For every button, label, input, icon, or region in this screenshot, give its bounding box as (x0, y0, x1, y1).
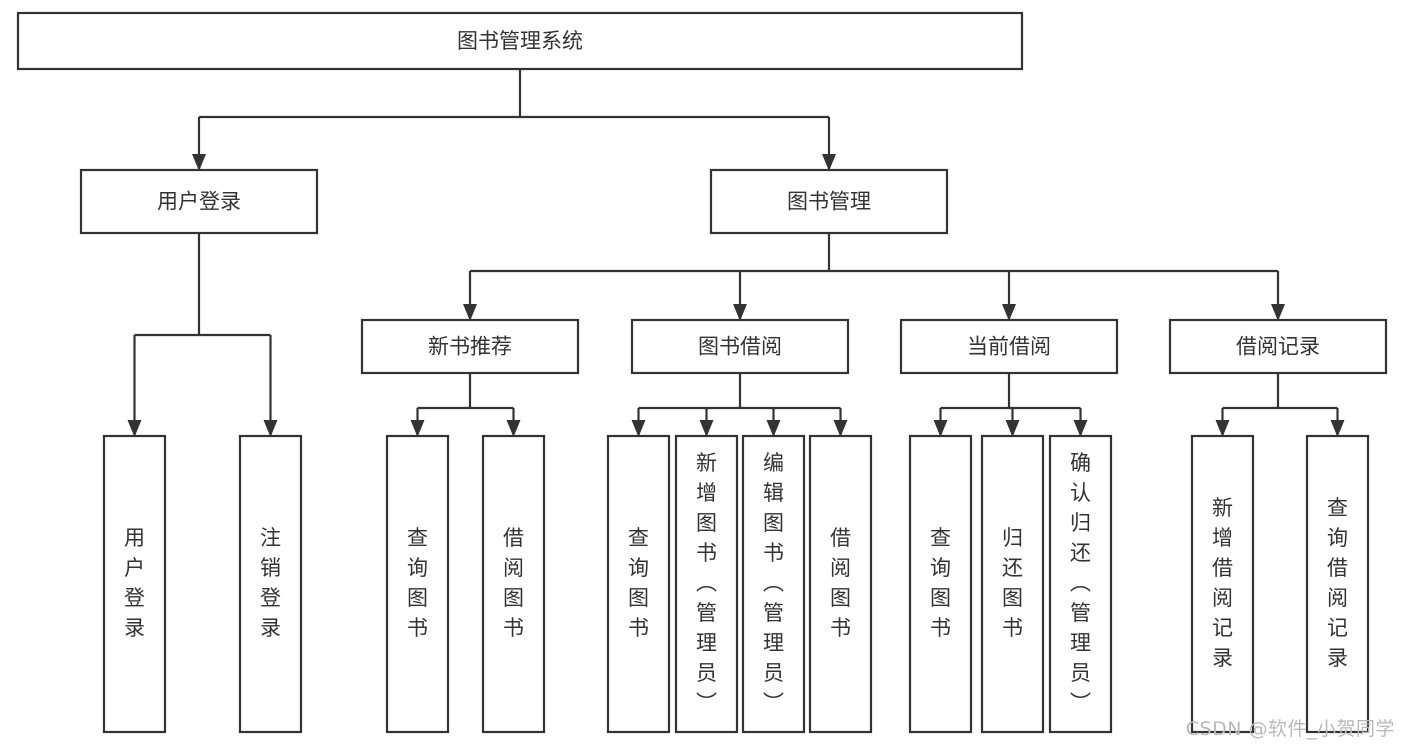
node-label-leaf-query-record: 查询借阅记录 (1327, 496, 1348, 670)
arrow-head-icon (1073, 420, 1088, 437)
node-box-root[interactable] (16, 11, 1024, 71)
node-box-leaf-confirm-return[interactable] (1048, 434, 1113, 734)
edge-group-user-login (127, 233, 278, 437)
arrow-head-icon (733, 304, 747, 321)
edges-layer (127, 69, 1345, 437)
node-label-leaf-query-book: 查询图书 (628, 526, 649, 640)
arrow-head-icon (1005, 420, 1020, 437)
node-leaf-query-book-rec[interactable]: 查询图书 (385, 434, 450, 734)
arrow-head-icon (127, 420, 142, 437)
node-leaf-user-logout[interactable]: 注销登录 (238, 434, 303, 734)
node-label-root: 图书管理系统 (457, 29, 583, 53)
node-box-book-borrow[interactable] (630, 318, 850, 375)
node-leaf-edit-book[interactable]: 编辑图书︵管理员︶ (741, 434, 806, 734)
node-box-leaf-query-record[interactable] (1305, 434, 1370, 734)
arrow-head-icon (822, 154, 836, 171)
arrow-head-icon (192, 154, 206, 171)
node-box-leaf-add-record[interactable] (1190, 434, 1255, 734)
arrow-head-icon (1215, 420, 1230, 437)
node-box-user-login[interactable] (79, 168, 319, 235)
arrow-head-icon (833, 420, 848, 437)
node-label-book-manage: 图书管理 (787, 190, 871, 214)
edge-group-new-book-rec (410, 373, 521, 437)
edge-group-borrow-record (1215, 373, 1345, 437)
node-label-current-borrow: 当前借阅 (967, 335, 1051, 359)
node-leaf-borrow-book-rec[interactable]: 借阅图书 (481, 434, 546, 734)
node-label-leaf-confirm-return: 确认归还︵管理员︶ (1070, 451, 1091, 715)
node-label-borrow-record: 借阅记录 (1236, 335, 1320, 359)
node-label-leaf-borrow-book-rec: 借阅图书 (503, 526, 524, 640)
arrow-head-icon (506, 420, 521, 437)
node-label-leaf-query-book-cur: 查询图书 (930, 526, 951, 640)
node-borrow-record[interactable]: 借阅记录 (1168, 318, 1388, 375)
edge-group-root (192, 69, 836, 171)
node-box-book-manage[interactable] (709, 168, 949, 235)
arrow-head-icon (933, 420, 948, 437)
arrow-head-icon (766, 420, 781, 437)
node-label-leaf-user-logout: 注销登录 (260, 526, 281, 640)
node-box-leaf-query-book-rec[interactable] (385, 434, 450, 734)
node-box-new-book-rec[interactable] (360, 318, 580, 375)
node-leaf-return-book[interactable]: 归还图书 (980, 434, 1045, 734)
edge-group-current-borrow (933, 373, 1088, 437)
edge-group-book-manage (463, 233, 1285, 321)
node-label-leaf-user-login: 用户登录 (124, 526, 145, 640)
node-box-current-borrow[interactable] (899, 318, 1119, 375)
node-box-leaf-query-book-cur[interactable] (908, 434, 973, 734)
node-box-leaf-user-login[interactable] (102, 434, 167, 734)
node-box-leaf-query-book[interactable] (606, 434, 671, 734)
node-current-borrow[interactable]: 当前借阅 (899, 318, 1119, 375)
node-label-leaf-add-record: 新增借阅记录 (1212, 496, 1233, 670)
nodes-layer: 图书管理系统用户登录图书管理新书推荐图书借阅当前借阅借阅记录用户登录注销登录查询… (16, 11, 1388, 734)
arrow-head-icon (1002, 304, 1016, 321)
arrow-head-icon (699, 420, 714, 437)
node-leaf-add-record[interactable]: 新增借阅记录 (1190, 434, 1255, 734)
node-user-login[interactable]: 用户登录 (79, 168, 319, 235)
node-new-book-rec[interactable]: 新书推荐 (360, 318, 580, 375)
node-label-leaf-return-book: 归还图书 (1002, 526, 1023, 640)
node-leaf-borrow-book[interactable]: 借阅图书 (808, 434, 873, 734)
arrow-head-icon (463, 304, 477, 321)
node-label-leaf-add-book: 新增图书︵管理员︶ (696, 451, 717, 715)
node-label-leaf-borrow-book: 借阅图书 (830, 526, 851, 640)
node-box-leaf-return-book[interactable] (980, 434, 1045, 734)
node-leaf-user-login[interactable]: 用户登录 (102, 434, 167, 734)
node-label-leaf-edit-book: 编辑图书︵管理员︶ (763, 451, 784, 715)
arrow-head-icon (631, 420, 646, 437)
arrow-head-icon (410, 420, 425, 437)
edge-group-book-borrow (631, 373, 848, 437)
node-book-manage[interactable]: 图书管理 (709, 168, 949, 235)
arrow-head-icon (1330, 420, 1345, 437)
node-root[interactable]: 图书管理系统 (16, 11, 1024, 71)
node-box-leaf-user-logout[interactable] (238, 434, 303, 734)
node-book-borrow[interactable]: 图书借阅 (630, 318, 850, 375)
node-leaf-confirm-return[interactable]: 确认归还︵管理员︶ (1048, 434, 1113, 734)
node-label-book-borrow: 图书借阅 (698, 335, 782, 359)
node-leaf-add-book[interactable]: 新增图书︵管理员︶ (674, 434, 739, 734)
node-box-leaf-edit-book[interactable] (741, 434, 806, 734)
node-box-leaf-borrow-book[interactable] (808, 434, 873, 734)
node-leaf-query-record[interactable]: 查询借阅记录 (1305, 434, 1370, 734)
node-leaf-query-book[interactable]: 查询图书 (606, 434, 671, 734)
arrow-head-icon (263, 420, 278, 437)
node-box-borrow-record[interactable] (1168, 318, 1388, 375)
node-label-new-book-rec: 新书推荐 (428, 335, 512, 359)
arrow-head-icon (1271, 304, 1285, 321)
node-label-user-login: 用户登录 (157, 190, 241, 214)
node-label-leaf-query-book-rec: 查询图书 (407, 526, 428, 640)
node-leaf-query-book-cur[interactable]: 查询图书 (908, 434, 973, 734)
node-box-leaf-add-book[interactable] (674, 434, 739, 734)
node-box-leaf-borrow-book-rec[interactable] (481, 434, 546, 734)
